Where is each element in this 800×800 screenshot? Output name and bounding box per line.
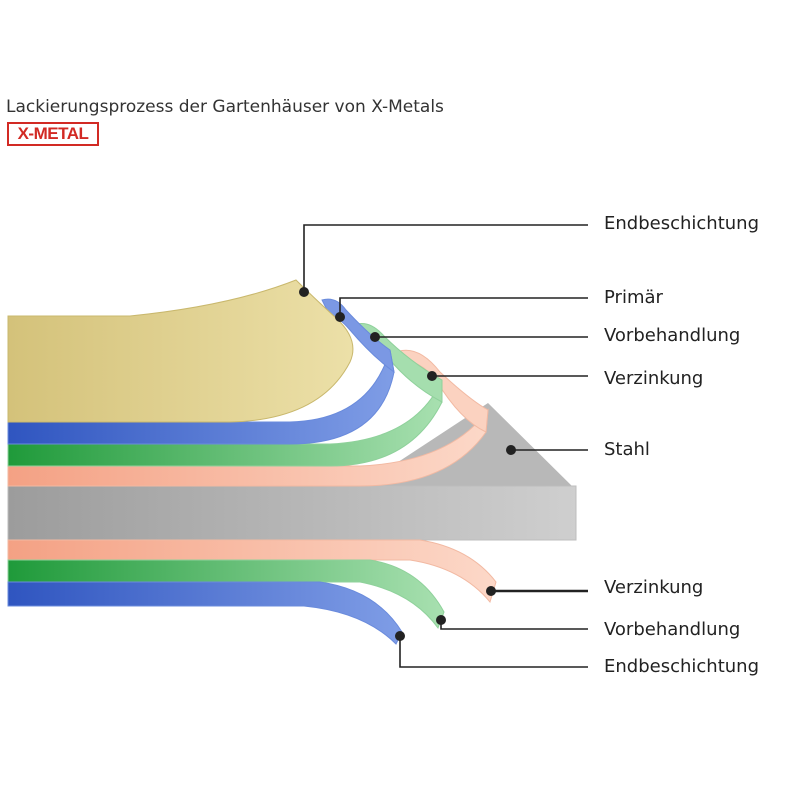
dot-bottom-zinc (486, 586, 496, 596)
label-top-pretreat: Vorbehandlung (604, 325, 741, 346)
top-finish-layer (7, 279, 354, 423)
dot-steel (506, 445, 516, 455)
bottom-pretreat-layer (7, 559, 445, 630)
dot-top-pretreat (370, 332, 380, 342)
leader-bottom-pretreat (440, 620, 588, 630)
leader-bottom-finish (399, 636, 588, 668)
leader-primer (339, 297, 588, 317)
steel-layer (7, 485, 577, 541)
page-title: Lackierungsprozess der Gartenhäuser von … (6, 97, 444, 117)
leader-top-finish (303, 224, 588, 292)
dot-top-finish (299, 287, 309, 297)
label-top-finish: Endbeschichtung (604, 213, 759, 234)
label-primer: Primär (604, 287, 663, 308)
dot-bottom-finish (395, 631, 405, 641)
dot-primer (335, 312, 345, 322)
bottom-zinc-layer (7, 539, 497, 604)
label-bottom-finish: Endbeschichtung (604, 656, 759, 677)
label-bottom-pretreat: Vorbehandlung (604, 619, 741, 640)
x-metal-logo: X-METAL (7, 122, 99, 146)
dot-top-zinc (427, 371, 437, 381)
bottom-finish-layer (7, 581, 403, 645)
dot-bottom-pretreat (436, 615, 446, 625)
label-top-zinc: Verzinkung (604, 368, 704, 389)
label-bottom-zinc: Verzinkung (604, 577, 704, 598)
label-steel: Stahl (604, 439, 650, 460)
